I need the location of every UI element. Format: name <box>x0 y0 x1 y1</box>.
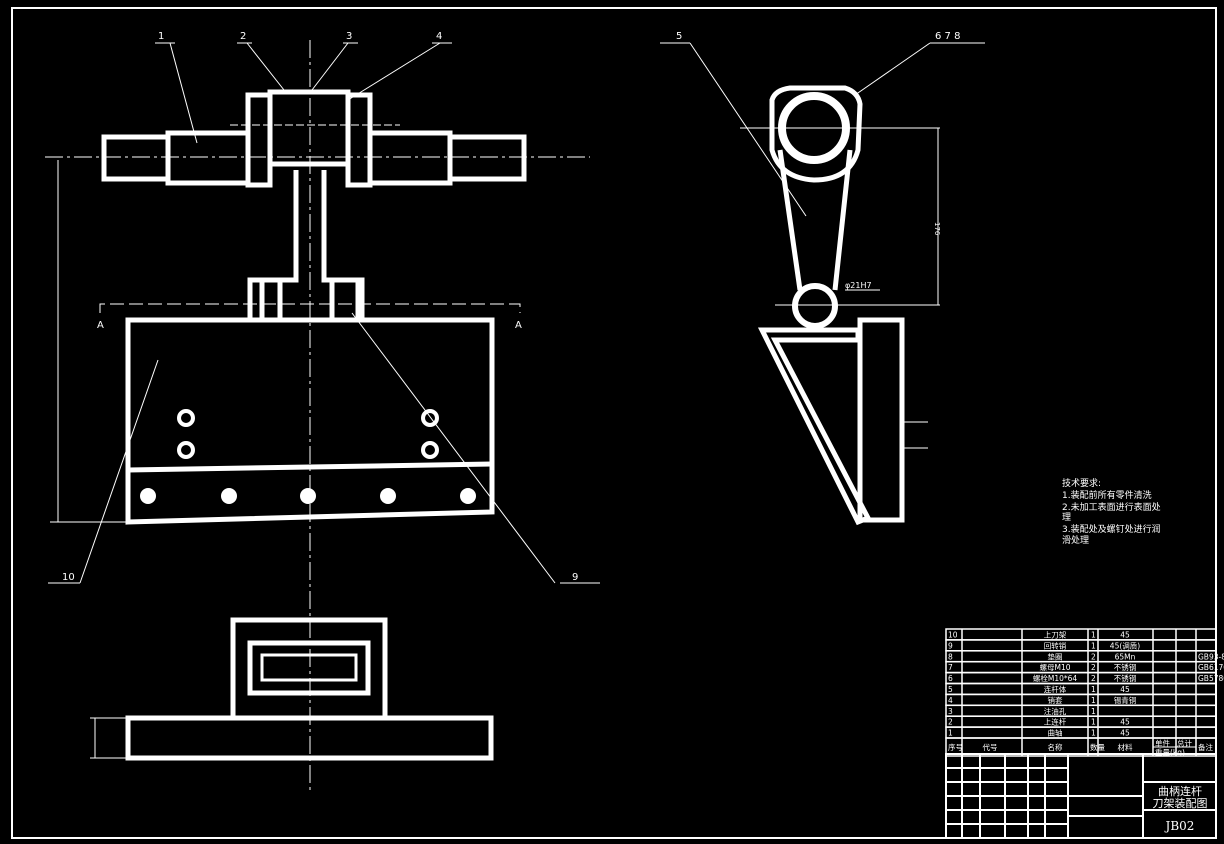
tech-item: 2.未加工表面进行表面处 <box>1062 501 1161 513</box>
bom-cell-material: 不锈钢 <box>1114 662 1137 672</box>
bom-row: 9 回转销 1 45(调质) <box>945 639 1217 652</box>
bom-row: 2 上连杆 1 45 <box>945 715 1217 728</box>
balloon-5: 5 <box>676 31 682 42</box>
bom-cell-qty: 1 <box>1091 696 1096 705</box>
bom-cell-qty: 2 <box>1091 652 1096 661</box>
bom-cell-qty: 1 <box>1091 685 1096 694</box>
section-mark-left: A <box>97 320 104 331</box>
bom-header-unit: 单件 <box>1155 738 1171 748</box>
dim-176: 176 <box>933 222 941 236</box>
tech-item: 3.装配处及螺钉处进行润 <box>1062 523 1161 535</box>
bom-cell-name: 垫圈 <box>1048 651 1063 661</box>
bom-row: 10 上刀架 1 45 <box>945 628 1217 641</box>
bom-cell-no: 10 <box>948 631 958 640</box>
drawing-number: JB02 <box>1164 819 1195 833</box>
bom-header-qty: 数量 <box>1090 742 1106 752</box>
bom-row: 1 曲轴 1 45 <box>945 726 1217 739</box>
balloon-1: 1 <box>158 31 164 42</box>
bom-cell-note: GB93-87 <box>1198 652 1224 661</box>
tech-item: 1.装配前所有零件清洗 <box>1062 489 1152 501</box>
balloon-4: 4 <box>436 31 442 42</box>
bom-table: 10上刀架1459回转销145(调质)8垫圈265MnGB93-877螺母M10… <box>945 628 1224 757</box>
tech-title: 技术要求: <box>1062 477 1101 489</box>
balloon-678: 6 7 8 <box>935 31 960 42</box>
title-block <box>945 753 1217 839</box>
bom-cell-name: 螺母M10 <box>1039 662 1070 672</box>
bom-cell-name: 连杆体 <box>1044 684 1067 694</box>
bom-cell-no: 3 <box>948 707 953 716</box>
bom-cell-material: 不锈钢 <box>1114 673 1137 683</box>
bom-cell-qty: 1 <box>1091 707 1096 716</box>
bom-cell-name: 回转销 <box>1044 640 1067 650</box>
bom-cell-no: 4 <box>948 696 953 705</box>
side-view <box>660 42 985 526</box>
section-mark-right: A <box>515 320 522 331</box>
tech-item: 滑处理 <box>1062 534 1089 546</box>
drawing-border <box>11 7 1217 839</box>
bom-cell-material: 45(调质) <box>1110 640 1140 650</box>
bom-cell-material: 45 <box>1120 729 1130 738</box>
dim-bore: φ21H7 <box>845 281 872 290</box>
section-view-a <box>90 617 494 761</box>
bom-cell-qty: 1 <box>1091 729 1096 738</box>
bom-cell-qty: 1 <box>1091 718 1096 727</box>
drawing-title-line1: 曲柄连杆 <box>1158 784 1202 798</box>
bom-header-total: 总计 <box>1177 738 1193 748</box>
drawing-title-line2: 刀架装配图 <box>1153 797 1208 810</box>
bom-cell-name: 曲轴 <box>1048 728 1063 738</box>
bom-cell-name: 销套 <box>1048 695 1064 705</box>
balloon-3: 3 <box>346 31 352 42</box>
bom-cell-note: GB5780-86 <box>1198 674 1224 683</box>
bom-cell-material: 锡青铜 <box>1114 695 1137 705</box>
bom-row: 8 垫圈 2 65Mn GB93-87 <box>945 650 1224 663</box>
bom-header-note: 备注 <box>1198 742 1214 752</box>
balloon-9: 9 <box>572 572 578 583</box>
bom-row: 6 螺栓M10*64 2 不锈钢 GB5780-86 <box>945 671 1224 685</box>
bom-cell-no: 7 <box>948 663 953 672</box>
tech-requirements: 技术要求: 1.装配前所有零件清洗 2.未加工表面进行表面处 理 3.装配处及螺… <box>1062 477 1161 546</box>
bom-cell-qty: 1 <box>1091 631 1096 640</box>
bom-row: 7 螺母M10 2 不锈钢 GB6170-86 <box>945 660 1224 674</box>
bom-cell-qty: 2 <box>1091 663 1096 672</box>
bom-cell-name: 上刀架 <box>1044 631 1067 640</box>
bom-cell-no: 1 <box>948 729 953 738</box>
balloon-2: 2 <box>240 31 246 42</box>
bom-cell-name: 螺栓M10*64 <box>1033 673 1078 683</box>
front-view <box>45 40 600 790</box>
bom-cell-no: 8 <box>948 652 953 661</box>
bom-row: 3 注油孔 1 <box>945 704 1217 717</box>
balloon-10: 10 <box>62 572 75 583</box>
bom-cell-material: 45 <box>1120 685 1130 694</box>
bom-cell-no: 5 <box>948 685 953 694</box>
bom-cell-material: 45 <box>1120 718 1130 727</box>
bom-cell-material: 65Mn <box>1115 652 1136 661</box>
bom-cell-name: 注油孔 <box>1044 706 1067 716</box>
bom-header-material: 材料 <box>1118 742 1134 752</box>
tech-item: 理 <box>1062 512 1071 523</box>
bom-cell-no: 9 <box>948 641 953 650</box>
bom-cell-name: 上连杆 <box>1044 717 1067 727</box>
bom-header-weight: 重量(kg) <box>1155 748 1185 757</box>
bom-header-name: 名称 <box>1048 742 1064 752</box>
bom-cell-material: 45 <box>1120 631 1130 640</box>
bom-row: 4 销套 1 锡青铜 <box>945 693 1217 707</box>
bom-cell-no: 2 <box>948 718 953 727</box>
bom-header-code: 代号 <box>983 742 998 752</box>
bom-cell-qty: 2 <box>1091 674 1096 683</box>
bom-cell-qty: 1 <box>1091 641 1096 650</box>
bom-cell-note: GB6170-86 <box>1198 663 1224 672</box>
bom-header-no: 序号 <box>948 742 963 752</box>
bom-row: 5 连杆体 1 45 <box>945 682 1217 696</box>
bom-cell-no: 6 <box>948 674 953 683</box>
